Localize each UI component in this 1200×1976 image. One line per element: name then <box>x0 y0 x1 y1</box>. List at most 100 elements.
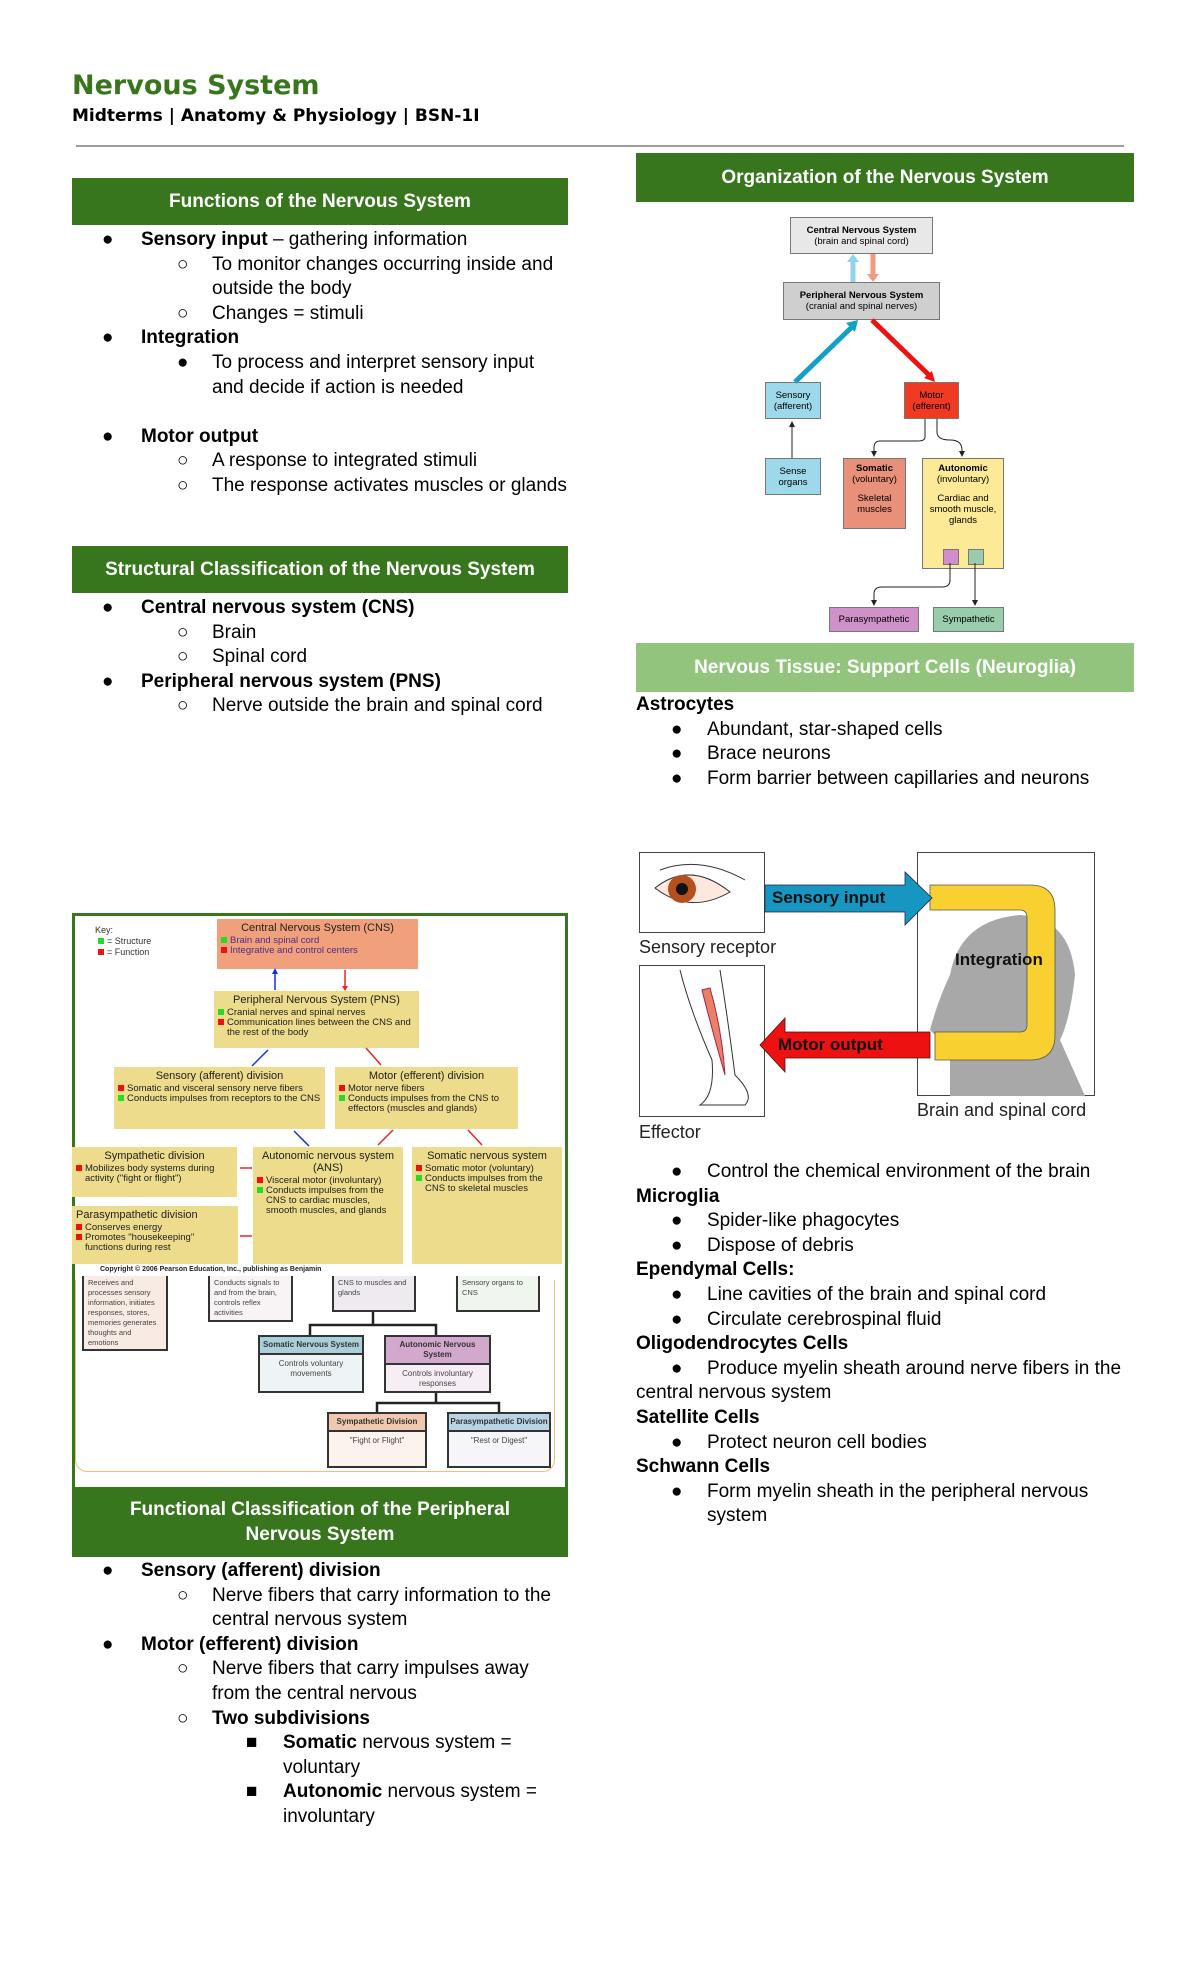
list-item-term: Ependymal Cells <box>636 1259 789 1281</box>
list-item-text: Brace neurons <box>707 743 831 765</box>
somatic-ns-box: Somatic Nervous System Controls voluntar… <box>258 1335 364 1393</box>
cns-structure: Brain and spinal cord <box>221 936 414 946</box>
list-item-term: Somatic <box>283 1732 357 1754</box>
sensory-lower-box: Sensory organs to CNS <box>456 1276 540 1312</box>
list-item-term: Sensory (afferent) division <box>141 1560 381 1581</box>
org-sympathetic-box: Sympathetic <box>933 607 1004 632</box>
org-somatic-title: Somatic <box>856 463 893 474</box>
list-item-term: Motor (efferent) division <box>141 1633 359 1655</box>
org-arrows <box>789 254 978 606</box>
parasympathetic-swatch <box>943 549 959 565</box>
bullet-icon: ● <box>671 1480 683 1502</box>
functional-list: ●Sensory (afferent) division○Nerve fiber… <box>72 1559 568 1830</box>
org-somatic-box: Somatic(voluntary) Skeletal muscles <box>843 458 906 529</box>
pns-structure: Cranial nerves and spinal nerves <box>218 1008 415 1018</box>
cns-box: Central Nervous System (CNS) Brain and s… <box>217 919 418 969</box>
org-autonomic-box: Autonomic(involuntary)Cardiac and smooth… <box>922 458 1004 569</box>
org-somatic-desc: (voluntary) <box>852 474 897 485</box>
autonomic-ns-desc: Controls involuntary responses <box>402 1369 473 1388</box>
somatic-function: Somatic motor (voluntary) <box>416 1164 558 1174</box>
list-item: ●Sensory input – gathering information <box>72 228 568 253</box>
org-cns-box: Central Nervous System(brain and spinal … <box>790 217 933 254</box>
bullet-icon: ○ <box>177 1584 189 1606</box>
list-item: ●To process and interpret sensory input … <box>72 351 568 400</box>
parasympathetic-title: Parasympathetic division <box>76 1209 198 1221</box>
page-title: Nervous System <box>72 70 320 101</box>
list-item: ●Form barrier between capillaries and ne… <box>636 767 1134 792</box>
cns-lower-box: Receives and processes sensory informati… <box>82 1276 168 1351</box>
figure-copyright: Copyright © 2006 Pearson Education, Inc.… <box>100 1266 322 1273</box>
figure-arrows <box>240 968 483 1237</box>
bullet-icon: ● <box>671 1431 683 1453</box>
bullet-icon: ○ <box>177 253 189 275</box>
list-item-text: Spinal cord <box>212 646 308 668</box>
list-item: ●Control the chemical environment of the… <box>636 1160 1134 1185</box>
page-subtitle: Midterms | Anatomy & Physiology | BSN-1I <box>72 106 480 126</box>
list-item: ●Peripheral nervous system (PNS) <box>72 670 568 695</box>
list-item-text: Dispose of debris <box>707 1234 854 1256</box>
motor-division-box: Motor (efferent) division Motor nerve fi… <box>335 1067 518 1129</box>
list-item: Satellite Cells <box>636 1406 1134 1431</box>
list-item-text: Changes = stimuli <box>212 302 364 324</box>
list-item: Microglia <box>636 1185 1134 1210</box>
list-item: Oligodendrocytes Cells <box>636 1332 1134 1357</box>
parasympathetic-lower-title: Parasympathetic Division <box>449 1414 549 1432</box>
autonomic-ns-box: Autonomic Nervous System Controls involu… <box>384 1335 491 1393</box>
list-item-text: Spider-like phagocytes <box>707 1210 900 1232</box>
bullet-icon: ● <box>102 327 114 349</box>
ans-title: Autonomic nervous system (ANS) <box>261 1150 395 1174</box>
parasympathetic-function-2: Promotes "housekeeping" functions during… <box>76 1233 234 1253</box>
structural-list: ●Central nervous system (CNS)○Brain○Spin… <box>72 596 568 719</box>
bullet-icon: ● <box>102 425 114 447</box>
bullet-icon: ● <box>671 1283 683 1305</box>
list-item: ○Two subdivisions <box>72 1707 568 1732</box>
list-item: ○The response activates muscles or gland… <box>72 474 568 499</box>
list-item-text: : <box>788 1259 795 1281</box>
parasympathetic-division-box: Parasympathetic division Conserves energ… <box>72 1206 238 1264</box>
figure-frame <box>75 1280 555 1472</box>
bullet-icon: ● <box>671 1234 683 1256</box>
bullet-icon: ● <box>671 1210 683 1232</box>
list-item-text: Form myelin sheath in the peripheral ner… <box>707 1480 1089 1527</box>
somatic-box: Somatic nervous system Somatic motor (vo… <box>412 1147 562 1264</box>
bullet-icon: ● <box>177 351 189 373</box>
figure-tree-lines <box>308 1312 501 1412</box>
neuroglia-list-b: ●Control the chemical environment of the… <box>636 1160 1134 1529</box>
ans-box: Autonomic nervous system (ANS) Visceral … <box>253 1147 403 1264</box>
sensory-division-box: Sensory (afferent) division Somatic and … <box>114 1067 325 1129</box>
figure-key: Key: = Structure = Function <box>95 925 151 958</box>
neuroglia-list-a: Astrocytes●Abundant, star-shaped cells●B… <box>636 693 1134 791</box>
motor-lower-box: CNS to muscles and glands <box>332 1276 416 1312</box>
list-item: ○Nerve fibers that carry impulses away f… <box>72 1657 568 1706</box>
org-motor-box: Motor (efferent) <box>904 382 959 419</box>
sympathetic-lower-title: Sympathetic Division <box>329 1414 425 1432</box>
autonomic-ns-title: Autonomic Nervous System <box>386 1337 489 1365</box>
list-item-text: Nerve fibers that carry impulses away fr… <box>212 1658 529 1704</box>
structure-swatch <box>98 938 104 944</box>
list-item: ●Brace neurons <box>636 742 1134 767</box>
bullet-icon: ● <box>671 767 683 789</box>
list-item-text: Protect neuron cell bodies <box>707 1431 927 1453</box>
brain-label: Brain and spinal cord <box>917 1100 1087 1120</box>
list-item: ○Changes = stimuli <box>72 302 568 327</box>
bullet-icon: ● <box>102 1633 114 1655</box>
bullet-icon: ■ <box>246 1781 258 1803</box>
list-item: ●Abundant, star-shaped cells <box>636 718 1134 743</box>
org-cns-desc: (brain and spinal cord) <box>814 235 909 247</box>
somatic-ns-title: Somatic Nervous System <box>260 1337 362 1355</box>
bullet-icon: ○ <box>177 621 189 643</box>
list-item: ●Produce myelin sheath around nerve fibe… <box>636 1357 1134 1406</box>
org-somatic-effector: Skeletal muscles <box>857 493 892 515</box>
list-item: ○Nerve outside the brain and spinal cord <box>72 694 568 719</box>
list-item: ○Brain <box>72 621 568 646</box>
head-icon <box>930 915 1085 1096</box>
list-item: ○To monitor changes occurring inside and… <box>72 253 568 302</box>
sensory-function: Somatic and visceral sensory nerve fiber… <box>118 1084 321 1094</box>
bullet-icon: ○ <box>177 450 189 472</box>
somatic-title: Somatic nervous system <box>427 1150 547 1162</box>
motor-function: Motor nerve fibers <box>339 1084 514 1094</box>
list-item-term: Astrocytes <box>636 694 735 715</box>
divider <box>76 145 1124 147</box>
bullet-icon: ■ <box>246 1732 258 1754</box>
